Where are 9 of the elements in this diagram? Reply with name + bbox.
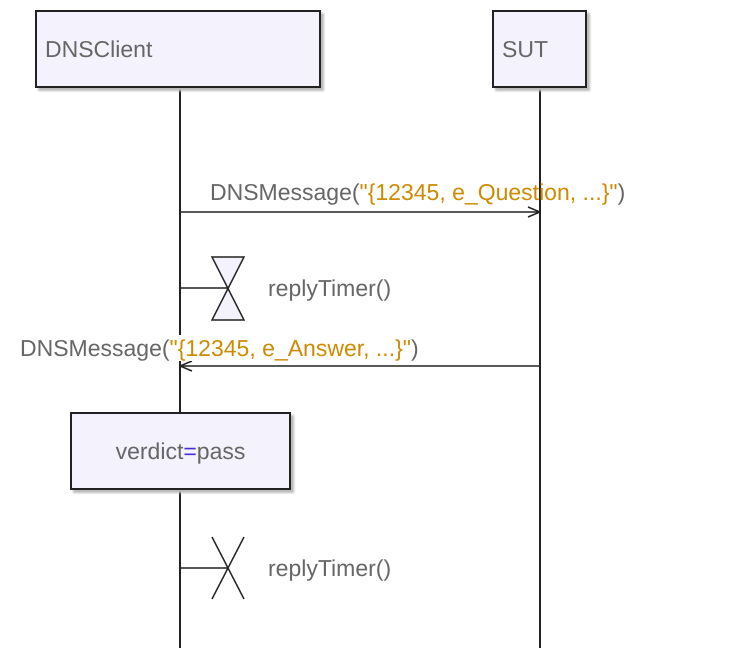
timer-label: replyTimer() — [268, 555, 392, 581]
connector-line — [180, 287, 228, 289]
message-label: DNSMessage("{12345, e_Answer, ...}") — [20, 335, 419, 361]
message-arrow — [180, 206, 541, 218]
timer-label: replyTimer() — [268, 275, 392, 301]
message-arrow — [179, 360, 540, 372]
participant-box: DNSClient — [35, 10, 321, 88]
participant-box: SUT — [492, 10, 587, 88]
connector-line — [180, 567, 228, 569]
